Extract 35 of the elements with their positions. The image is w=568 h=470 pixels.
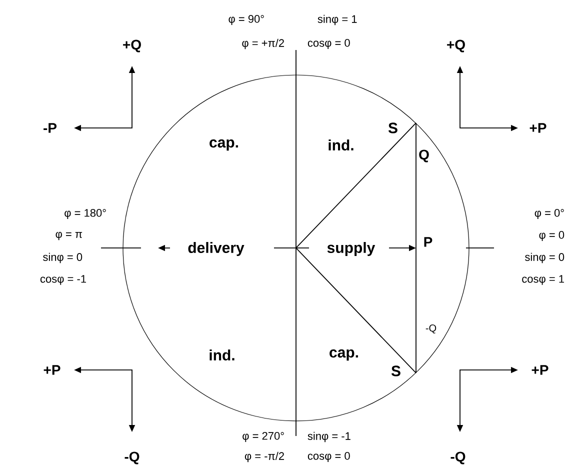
quadrant-label: cap.: [210, 139, 238, 151]
quadrant-label: ind.: [210, 349, 234, 360]
phasor-label: S: [391, 366, 400, 376]
axis-label: +Q: [447, 40, 465, 52]
angle-label: φ = 90°: [228, 15, 264, 25]
angle-label: φ = 0°: [534, 209, 564, 219]
axis-label: +P: [530, 123, 546, 133]
quadrant-label: ind.: [328, 139, 354, 150]
angle-label: φ = 180°: [64, 209, 106, 219]
axis-label: -Q: [124, 452, 140, 464]
axis-label: +P: [44, 365, 60, 375]
angle-label: φ = -π/2: [244, 452, 284, 462]
angle-label: sinφ = -1: [308, 432, 350, 442]
angle-label: sinφ = 0: [525, 252, 564, 264]
flow-label: supply: [327, 242, 376, 256]
quadrant-label: cap.: [330, 349, 358, 361]
flow-label: delivery: [188, 242, 244, 256]
angle-label: cosφ = -1: [40, 275, 86, 285]
phasor-label: P: [424, 237, 432, 247]
angle-label: cosφ = 0: [308, 452, 350, 462]
angle-label: sinφ = 0: [43, 252, 82, 264]
phasor-label: S: [388, 122, 398, 134]
axis-label: +Q: [123, 40, 141, 52]
axis-label: -Q: [450, 452, 466, 464]
phasor-label: Q: [419, 150, 429, 162]
phasor-label: -Q: [426, 324, 436, 334]
angle-label: φ = +π/2: [242, 38, 284, 50]
angle-label: φ = 270°: [242, 432, 284, 442]
angle-label: sinφ = 1: [318, 14, 357, 26]
angle-label: φ = 0: [539, 231, 564, 241]
angle-label: cosφ = 0: [308, 39, 350, 49]
angle-label: φ = π: [56, 232, 82, 240]
axis-label: -P: [44, 123, 57, 133]
angle-label: cosφ = 1: [522, 275, 564, 285]
axis-label: +P: [532, 365, 548, 375]
